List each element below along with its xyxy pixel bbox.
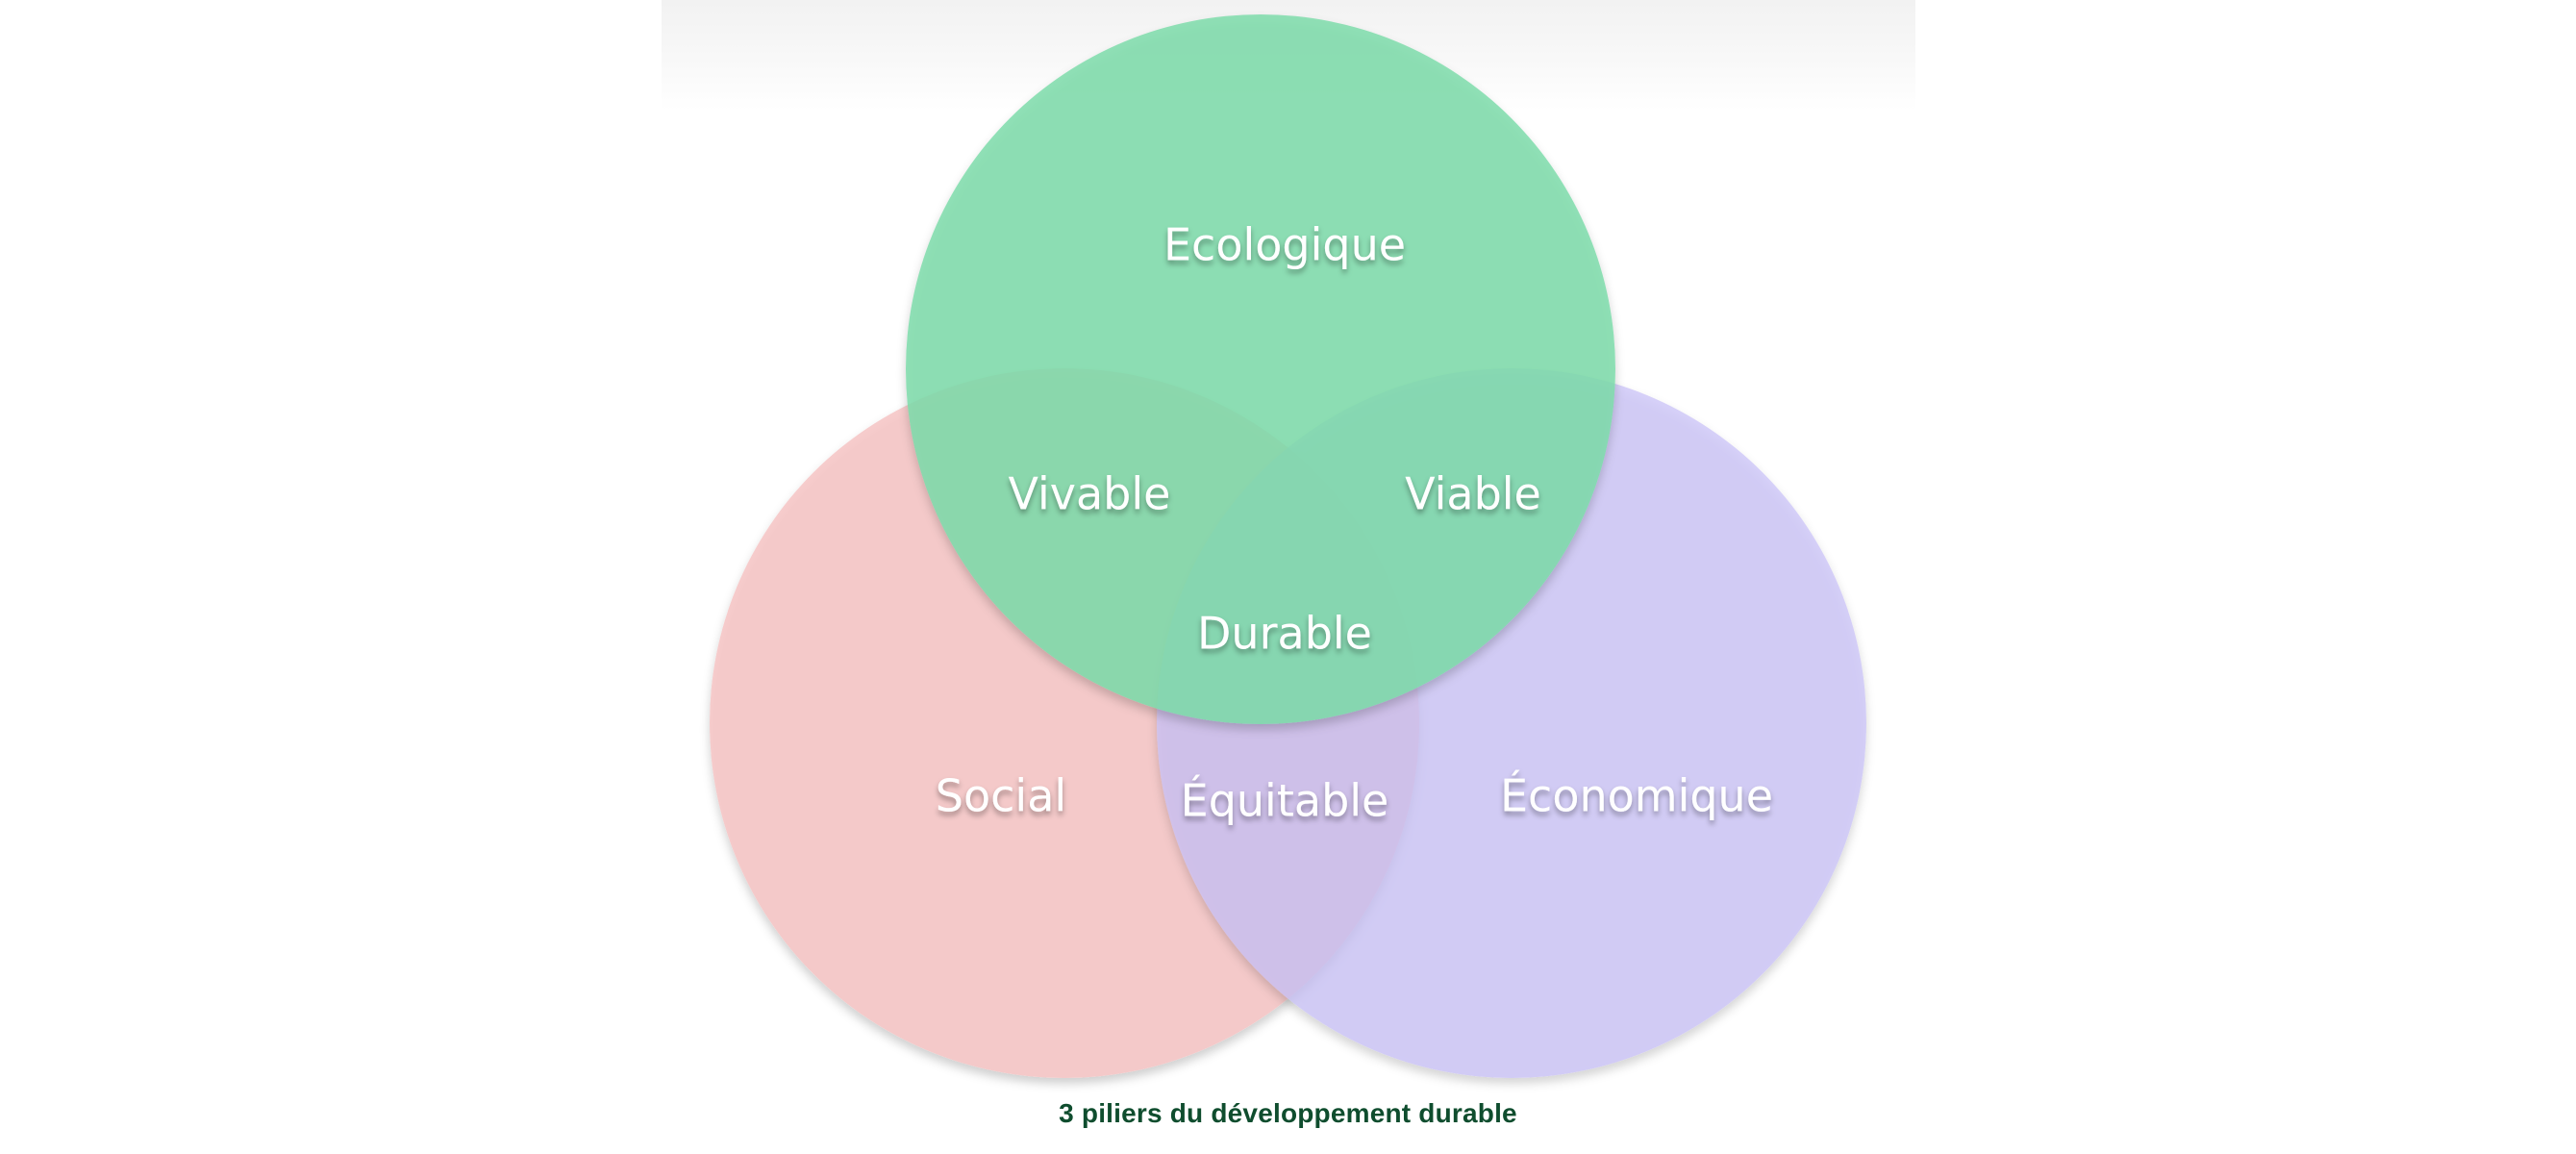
label-social: Social <box>936 770 1066 822</box>
label-equitable: Équitable <box>1181 775 1389 827</box>
label-durable: Durable <box>1197 608 1372 660</box>
label-viable: Viable <box>1405 468 1541 520</box>
diagram-caption: 3 piliers du développement durable <box>1059 1098 1517 1128</box>
label-vivable: Vivable <box>1009 468 1171 520</box>
label-ecologique: Ecologique <box>1163 219 1406 271</box>
ecologique-circle <box>906 14 1615 724</box>
label-economique: Économique <box>1500 770 1773 822</box>
